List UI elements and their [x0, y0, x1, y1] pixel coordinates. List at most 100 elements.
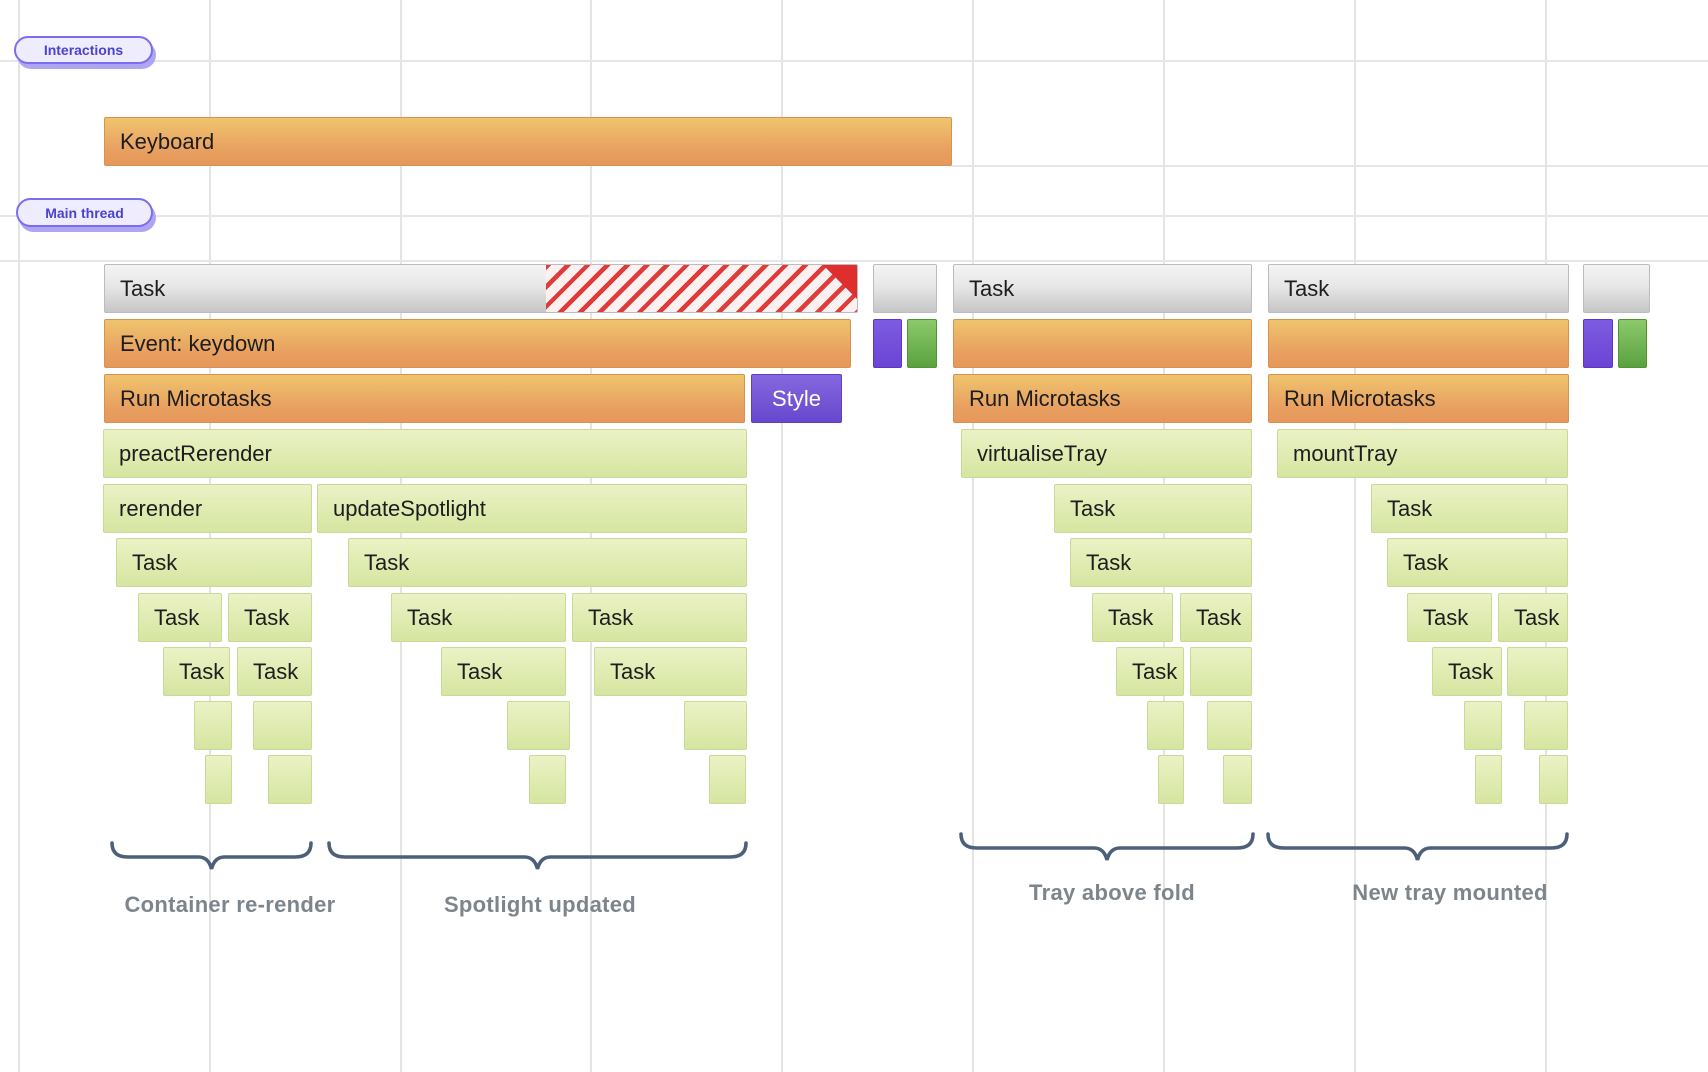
flame-bar-purple-chip[interactable]	[1583, 319, 1613, 368]
caption-spotlight-updated: Spotlight updated	[443, 892, 637, 917]
flame-bar-label: Task	[1196, 604, 1242, 630]
grid-vline	[1163, 0, 1165, 1072]
bracket-new-tray-mounted	[1266, 832, 1569, 861]
flame-bar-label: preactRerender	[119, 440, 272, 466]
flame-bar-label: Task	[1387, 495, 1433, 521]
flame-bar-label: Task	[588, 604, 634, 630]
flame-bar-task[interactable]: Task	[1268, 264, 1569, 313]
flame-bar-keyboard[interactable]: Keyboard	[104, 117, 952, 166]
flame-bar-task[interactable]: Task	[1387, 538, 1568, 587]
flame-bar-green[interactable]	[529, 755, 566, 804]
flame-bar-label: Task	[154, 604, 200, 630]
flame-bar-task[interactable]: Task	[1407, 593, 1492, 642]
flame-bar-label: Task	[969, 275, 1015, 301]
flame-bar-run-microtasks[interactable]: Run Microtasks	[953, 374, 1252, 423]
flame-bar-purple-chip[interactable]	[873, 319, 902, 368]
flame-bar-green[interactable]	[1147, 701, 1184, 750]
interactions-track-pill[interactable]: Interactions	[14, 36, 153, 64]
flame-bar-green[interactable]	[1475, 755, 1502, 804]
flame-bar-updatespotlight[interactable]: updateSpotlight	[317, 484, 747, 533]
flame-bar-green[interactable]	[684, 701, 747, 750]
flame-bar-task[interactable]: Task	[228, 593, 312, 642]
flame-bar-style[interactable]: Style	[751, 374, 842, 423]
flame-bar-green[interactable]	[709, 755, 746, 804]
flame-bar-label: Task	[1423, 604, 1469, 630]
flame-bar-label: Task	[1108, 604, 1154, 630]
flame-bar-task[interactable]	[873, 264, 937, 313]
flame-bar-task[interactable]: Task	[953, 264, 1252, 313]
grid-hline	[0, 260, 1708, 262]
flame-bar-green[interactable]	[268, 755, 312, 804]
flame-bar-task[interactable]: Task	[1432, 647, 1502, 696]
flame-bar-task[interactable]: Task	[1054, 484, 1252, 533]
grid-vline	[400, 0, 402, 1072]
flame-bar-orange[interactable]	[953, 319, 1252, 368]
flame-bar-label: Run Microtasks	[969, 385, 1121, 411]
flame-bar-green-chip[interactable]	[1618, 319, 1647, 368]
flame-bar-mounttray[interactable]: mountTray	[1277, 429, 1568, 478]
flame-bar-run-microtasks[interactable]: Run Microtasks	[104, 374, 745, 423]
flame-bar-label: Style	[772, 385, 821, 411]
flame-bar-green[interactable]	[1539, 755, 1568, 804]
flame-bar-green[interactable]	[205, 755, 232, 804]
flame-bar-green[interactable]	[507, 701, 570, 750]
flame-bar-label: rerender	[119, 495, 203, 521]
caption-new-tray-mounted: New tray mounted	[1352, 880, 1548, 905]
flame-bar-event-keydown[interactable]: Event: keydown	[104, 319, 851, 368]
flame-bar-label: Task	[1284, 275, 1330, 301]
flame-bar-rerender[interactable]: rerender	[103, 484, 312, 533]
flame-bar-green[interactable]	[1507, 647, 1568, 696]
flame-bar-green[interactable]	[1190, 647, 1252, 696]
bracket-tray-above-fold	[959, 832, 1255, 861]
flame-bar-label: Task	[179, 658, 225, 684]
flame-bar-task[interactable]: Task	[348, 538, 747, 587]
flame-bar-label: Keyboard	[120, 128, 215, 154]
flame-bar-task[interactable]: Task	[1116, 647, 1184, 696]
flame-bar-green[interactable]	[194, 701, 232, 750]
flame-bar-task[interactable]: Task	[391, 593, 566, 642]
flame-bar-task[interactable]: Task	[1371, 484, 1568, 533]
flame-bar-task[interactable]: Task	[1092, 593, 1173, 642]
grid-vline	[1354, 0, 1356, 1072]
flame-bar-green-chip[interactable]	[907, 319, 937, 368]
flame-bar-task[interactable]: Task	[1180, 593, 1252, 642]
flame-bar-label: mountTray	[1293, 440, 1398, 466]
flame-bar-task[interactable]: Task	[138, 593, 222, 642]
main-thread-track-label: Main thread	[45, 204, 124, 221]
flame-bar-task[interactable]: Task	[1498, 593, 1568, 642]
flame-bar-task[interactable]	[1583, 264, 1650, 313]
long-task-warning-triangle-icon	[822, 265, 857, 300]
flame-bar-task[interactable]: Task	[594, 647, 747, 696]
flame-bar-green[interactable]	[1207, 701, 1252, 750]
grid-vline	[209, 0, 211, 1072]
flame-bar-task[interactable]: Task	[1070, 538, 1252, 587]
flame-bar-orange[interactable]	[1268, 319, 1569, 368]
flame-bar-task[interactable]: Task	[237, 647, 312, 696]
flame-bar-preactrerender[interactable]: preactRerender	[103, 429, 747, 478]
flame-bar-label: Task	[1448, 658, 1494, 684]
flame-bar-task[interactable]: Task	[572, 593, 747, 642]
flame-bar-green[interactable]	[1158, 755, 1184, 804]
flame-bar-green[interactable]	[1223, 755, 1252, 804]
flame-bar-task[interactable]: Task	[116, 538, 312, 587]
flame-bar-virtualisetray[interactable]: virtualiseTray	[961, 429, 1252, 478]
flame-bar-green[interactable]	[253, 701, 312, 750]
flame-bar-label: Run Microtasks	[120, 385, 272, 411]
flame-bar-task[interactable]: Task	[441, 647, 566, 696]
flame-bar-label: virtualiseTray	[977, 440, 1107, 466]
flame-bar-green[interactable]	[1464, 701, 1502, 750]
flame-bar-label: Run Microtasks	[1284, 385, 1436, 411]
grid-vline	[781, 0, 783, 1072]
grid-hline	[950, 165, 1708, 167]
flame-bar-label: Task	[253, 658, 299, 684]
grid-vline	[590, 0, 592, 1072]
main-thread-track-pill[interactable]: Main thread	[16, 198, 153, 227]
grid-hline	[0, 60, 1708, 62]
flame-bar-task[interactable]: Task	[163, 647, 230, 696]
flame-bar-green[interactable]	[1524, 701, 1568, 750]
caption-container-re-render: Container re-render	[124, 892, 336, 917]
flame-bar-task[interactable]: Task	[104, 264, 858, 313]
interactions-track-label: Interactions	[43, 42, 124, 58]
flame-bar-run-microtasks[interactable]: Run Microtasks	[1268, 374, 1569, 423]
